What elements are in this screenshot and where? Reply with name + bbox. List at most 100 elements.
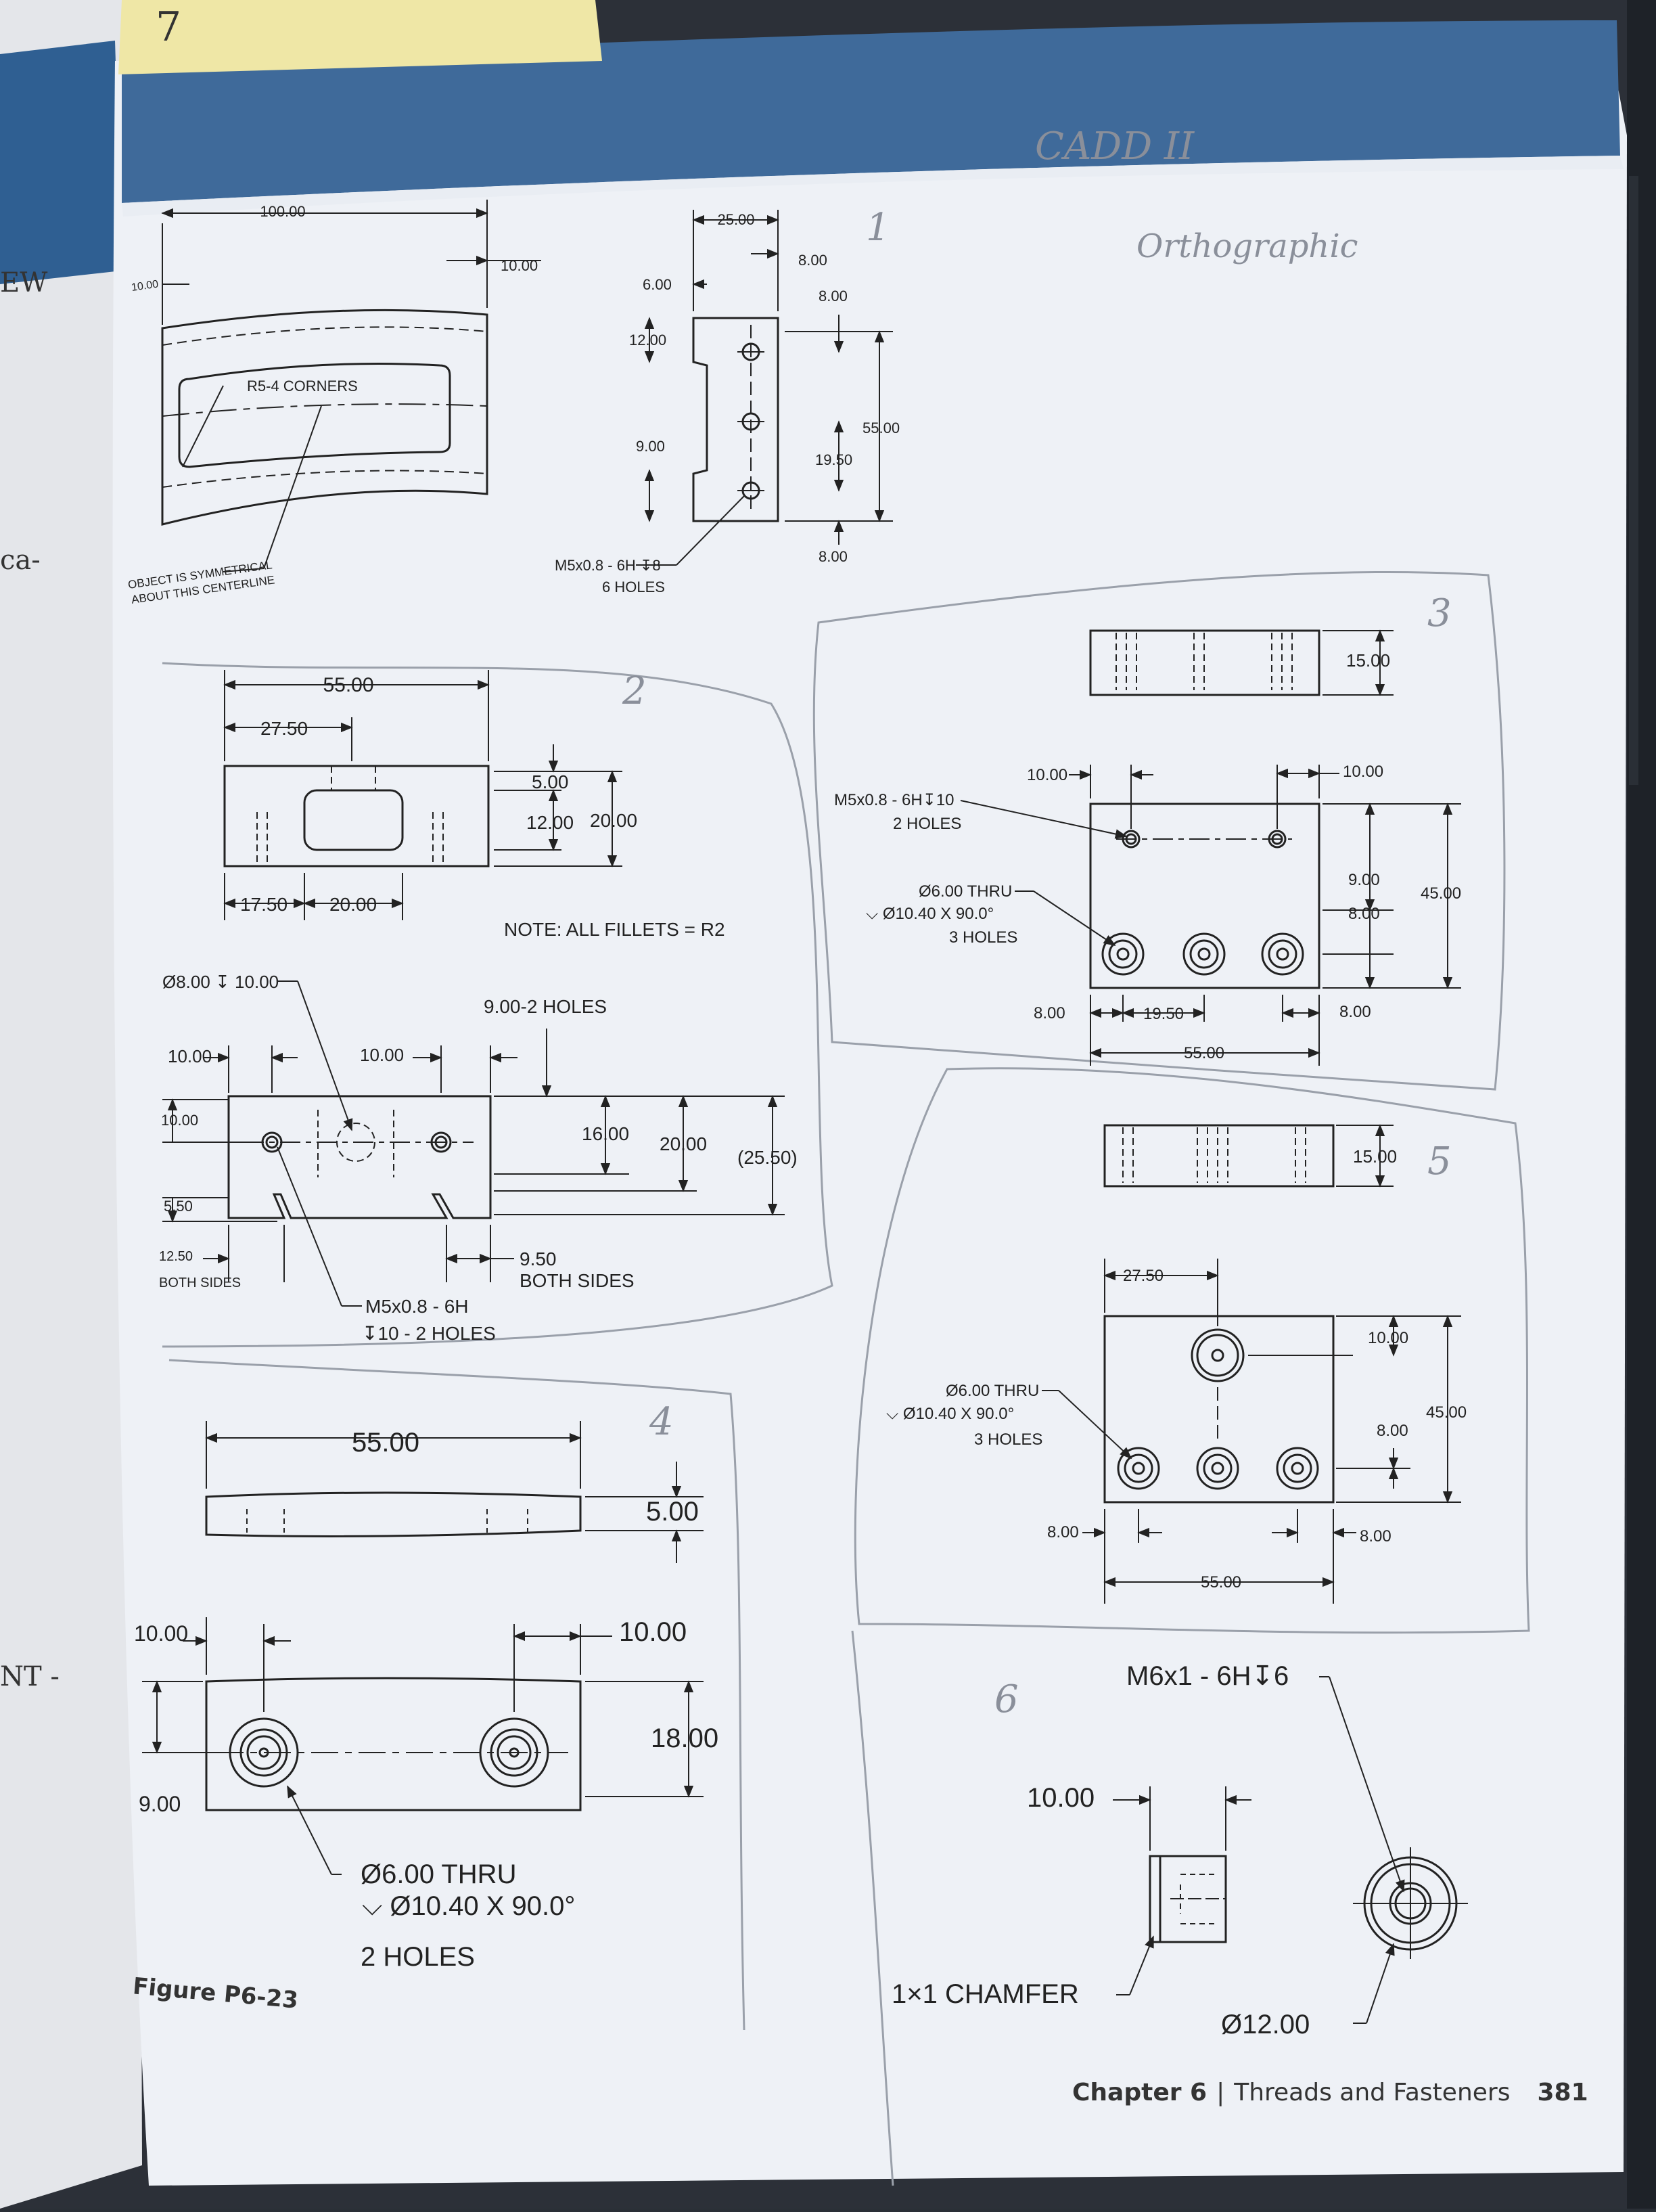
p4-dim-10-left: 10.00: [134, 1621, 188, 1646]
p2-fillet-note: NOTE: ALL FILLETS = R2: [504, 919, 725, 940]
p2-dim-12-5: 12.50: [159, 1249, 193, 1264]
part5-top-view: [1103, 1124, 1394, 1188]
p3-dim-8-right: 8.00: [1339, 1003, 1371, 1021]
p2-thread-holes: ↧10 - 2 HOLES: [362, 1323, 496, 1344]
p2-both-sides-right: BOTH SIDES: [520, 1270, 635, 1291]
hand-part-1: 1: [866, 206, 890, 250]
pencil-outline-part3: [812, 570, 1506, 1091]
p3-dim-10-a: 10.00: [1027, 766, 1067, 784]
part1-side-view: [636, 210, 893, 566]
p2-cbore-note: Ø8.00 ↧ 10.00: [162, 972, 279, 992]
p3-csk-note-1: Ø6.00 THRU: [919, 882, 1012, 901]
part1-top-view: [161, 200, 541, 572]
p2-dim-12: 12.00: [526, 812, 574, 833]
p1-dim-8-b: 8.00: [819, 288, 848, 304]
p1-dim-100: 100.00: [260, 203, 305, 220]
part5-front-view: [1042, 1259, 1461, 1604]
p4-csk-note-1: Ø6.00 THRU: [361, 1859, 516, 1889]
p6-diameter: Ø12.00: [1221, 2010, 1310, 2039]
p2-dim-17-5: 17.50: [240, 894, 288, 915]
p1-dim-9: 9.00: [636, 438, 665, 455]
p3-dim-19-5: 19.50: [1143, 1005, 1184, 1023]
p2-dim-20-b: 20.00: [329, 894, 377, 915]
left-page: [0, 0, 142, 2209]
part6-views: [1113, 1676, 1468, 2024]
p5-csk-note-1: Ø6.00 THRU: [946, 1382, 1039, 1400]
pencil-outline-part2: [162, 662, 833, 1348]
p6-length: 10.00: [1027, 1783, 1095, 1813]
p1-dim-6: 6.00: [643, 276, 672, 293]
p1-dim-10-left: 10.00: [131, 279, 159, 294]
p6-chamfer-note: 1×1 CHAMFER: [892, 1979, 1079, 2009]
p1-dim-8-bottom: 8.00: [819, 548, 848, 565]
p3-csk-note-3: 3 HOLES: [949, 928, 1017, 947]
p5-dim-55: 55.00: [1201, 1573, 1241, 1592]
p1-thread-note: M5x0.8 - 6H ↧8: [555, 557, 661, 574]
p3-csk-note-2: ⌵ Ø10.40 X 90.0°: [866, 905, 994, 923]
p4-csk-note-2: ⌵ Ø10.40 X 90.0°: [362, 1891, 575, 1921]
p3-dim-15: 15.00: [1346, 650, 1390, 671]
page-stack: [1629, 176, 1638, 785]
p5-dim-10: 10.00: [1368, 1329, 1408, 1347]
p1-dim-8-top: 8.00: [798, 252, 827, 269]
p2-dim-5: 5.00: [532, 771, 569, 792]
right-page: [112, 57, 1627, 2186]
part2-front-view: [162, 980, 785, 1307]
p5-dim-45: 45.00: [1426, 1403, 1467, 1422]
p1-corner-note: R5-4 CORNERS: [247, 378, 358, 394]
p5-dim-15: 15.00: [1353, 1146, 1397, 1167]
p4-dim-10-right: 10.00: [619, 1617, 687, 1647]
p2-dim-20-c: 20.00: [660, 1133, 707, 1154]
left-page-fragment-2: ca-: [0, 545, 41, 576]
p2-dim-9-5: 9.50: [520, 1248, 557, 1269]
chapter-label: Chapter 6: [1072, 2079, 1208, 2106]
part3-front-view: [960, 765, 1461, 1066]
p4-csk-note-3: 2 HOLES: [361, 1942, 475, 1972]
p5-csk-note-3: 3 HOLES: [974, 1430, 1042, 1449]
p3-dim-10-b: 10.00: [1343, 763, 1383, 781]
part4-front-view: [142, 1617, 704, 1875]
p4-dim-18: 18.00: [651, 1723, 718, 1753]
p3-dim-9: 9.00: [1348, 871, 1380, 889]
p4-dim-5: 5.00: [646, 1497, 699, 1527]
hand-part-5: 5: [1427, 1139, 1452, 1183]
hand-part-6: 6: [994, 1677, 1019, 1721]
p5-csk-note-2: ⌵ Ø10.40 X 90.0°: [886, 1405, 1014, 1423]
p1-thread-holes: 6 HOLES: [602, 579, 665, 595]
sticky-tab: [118, 0, 602, 74]
p5-dim-8-right: 8.00: [1360, 1527, 1392, 1545]
p3-dim-45: 45.00: [1421, 884, 1461, 903]
pencil-outline-part5: [854, 1067, 1530, 1634]
header-band: [122, 20, 1620, 203]
left-page-fragment-3: NT -: [0, 1661, 60, 1692]
p2-dim-10-c: 10.00: [161, 1112, 198, 1129]
pencil-outline-part6: [851, 1630, 894, 2186]
p2-dim-10-a: 10.00: [168, 1046, 212, 1066]
p1-dim-55: 55.00: [862, 420, 900, 436]
p5-dim-27-5: 27.50: [1123, 1267, 1164, 1285]
left-page-fragment-1: EW: [0, 267, 48, 298]
p3-dim-55: 55.00: [1184, 1044, 1224, 1062]
hand-subtitle: Orthographic: [1136, 227, 1358, 265]
p2-dim-27-5: 27.50: [260, 718, 308, 739]
p1-dim-12: 12.00: [629, 332, 666, 348]
p4-dim-9: 9.00: [139, 1792, 181, 1816]
page-number: 381: [1537, 2079, 1588, 2106]
part2-top-view: [223, 670, 622, 920]
chapter-title: Threads and Fasteners: [1234, 2079, 1511, 2106]
p1-dim-25: 25.00: [717, 211, 754, 228]
p2-both-sides-left: BOTH SIDES: [159, 1276, 241, 1290]
header-band-edge: [122, 156, 1624, 217]
pencil-outline-part4: [168, 1359, 745, 2031]
part3-top-view: [1089, 629, 1394, 696]
p2-dim-25-5: (25.50): [737, 1147, 798, 1168]
p2-dim-16: 16.00: [582, 1123, 629, 1144]
p4-dim-55: 55.00: [352, 1428, 419, 1458]
tab-note: 7: [156, 3, 181, 51]
left-page-band: [0, 41, 122, 284]
hand-part-2: 2: [622, 669, 647, 713]
p2-thread-note: M5x0.8 - 6H: [365, 1296, 469, 1317]
p6-thread-note: M6x1 - 6H↧6: [1126, 1661, 1289, 1691]
